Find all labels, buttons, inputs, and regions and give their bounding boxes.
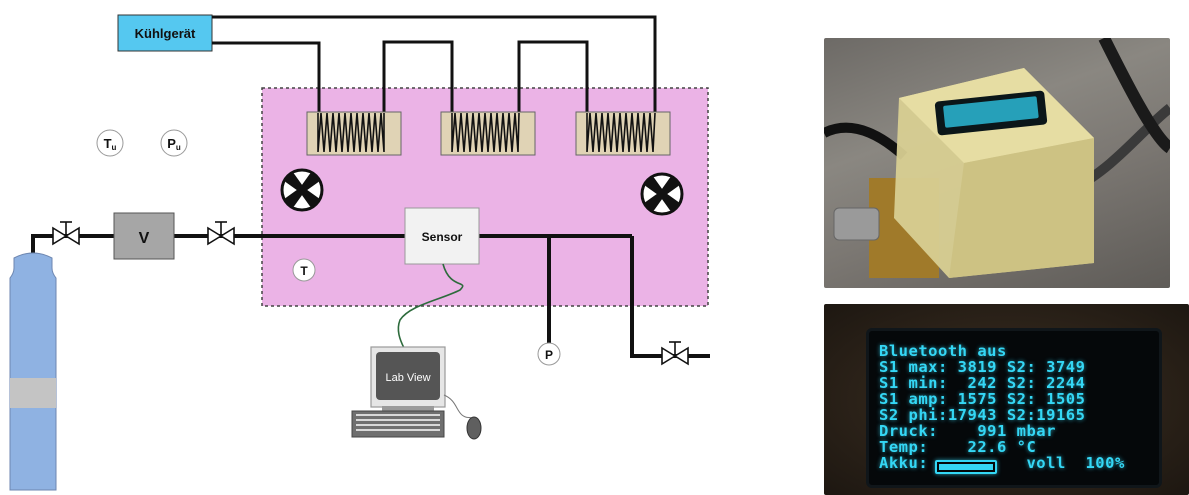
- sensor-label: Sensor: [422, 230, 463, 244]
- chamber-temperature-label: T: [300, 264, 308, 278]
- oled-screen: Bluetooth aus S1 max: 3819 S2: 3749 S1 m…: [866, 328, 1162, 488]
- display-line-battery: Akku: voll 100%: [879, 456, 1125, 472]
- heat-exchanger-2: [441, 112, 535, 155]
- fan-right-icon: [642, 174, 682, 214]
- gas-cylinder-icon: [10, 253, 56, 490]
- outlet-valve-icon: [662, 342, 688, 364]
- inlet-valve-icon: [53, 222, 79, 244]
- fan-left-icon: [282, 170, 322, 210]
- sensor-device-illustration: [824, 38, 1170, 288]
- sensor-device-photo: [824, 38, 1170, 288]
- chiller-label: Kühlgerät: [135, 26, 196, 41]
- ambient-pressure-sensor: Pu: [161, 130, 187, 156]
- heat-exchanger-1: [307, 112, 401, 155]
- valve-unit-label: V: [139, 230, 150, 247]
- oled-display-photo: Bluetooth aus S1 max: 3819 S2: 3749 S1 m…: [824, 304, 1189, 495]
- battery-bar-icon: [935, 460, 997, 474]
- ambient-temperature-sensor: Tu: [97, 130, 123, 156]
- labview-label: Lab View: [385, 372, 430, 384]
- chamber-inlet-valve-icon: [208, 222, 234, 244]
- heat-exchanger-3: [576, 112, 670, 155]
- computer-icon: [352, 347, 481, 439]
- measurement-setup-diagram: Kühlgerät Tu Pu: [0, 0, 800, 495]
- pressure-sensor-label: P: [545, 348, 553, 362]
